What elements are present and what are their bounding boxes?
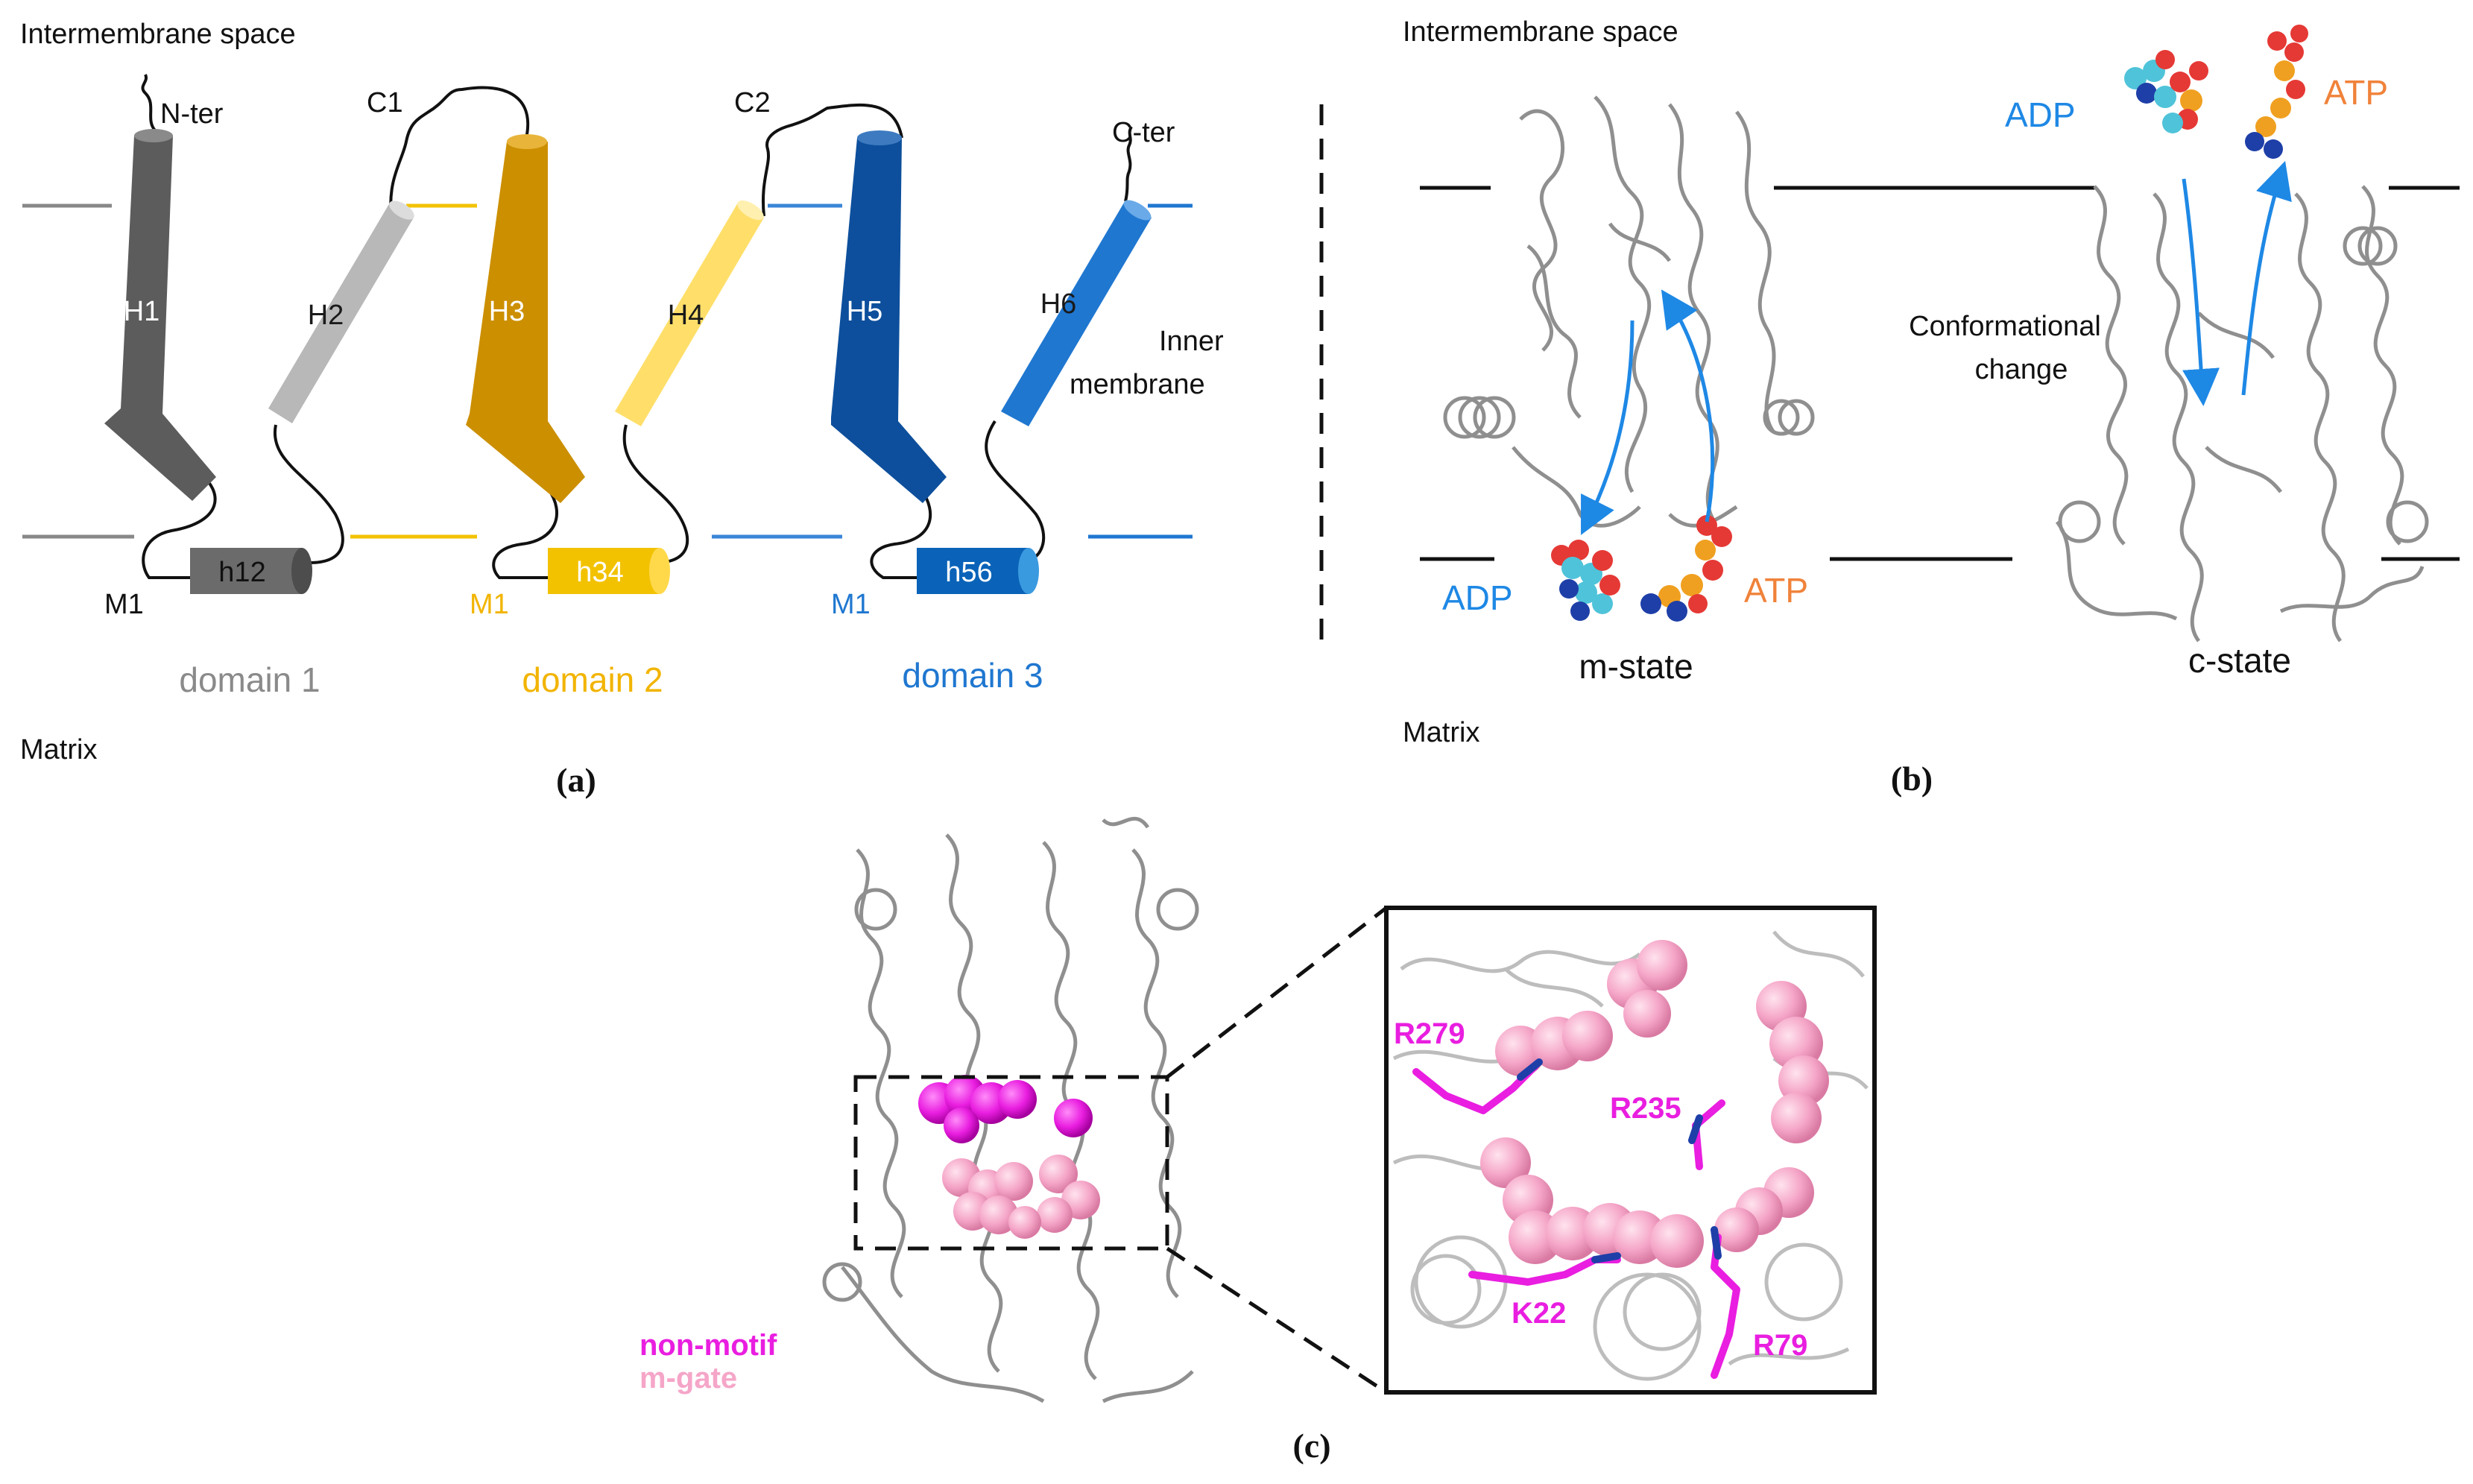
- zoom-line-bottom: [1166, 1246, 1388, 1395]
- domain-3-label: domain 3: [902, 656, 1043, 695]
- atp-molecule-c-state: [2245, 25, 2308, 159]
- m-state-label: m-state: [1579, 647, 1693, 686]
- m1-label-domain2: M1: [470, 589, 509, 620]
- residue-label-r235: R235: [1610, 1092, 1681, 1125]
- short-helix-h12: h12: [190, 548, 312, 594]
- panel-b-matrix-label: Matrix: [1403, 717, 1479, 748]
- atp-label-c-state: ATP: [2324, 73, 2388, 112]
- non-motif-spheres: [918, 1075, 1093, 1143]
- panel-c: R279 R235 K22 R79 non-motif m-gate (c): [639, 816, 1877, 1465]
- helix-label-h3: H3: [489, 296, 525, 327]
- inner-membrane-label-line2: membrane: [1070, 369, 1205, 400]
- c2-label: C2: [734, 87, 771, 119]
- panel-b-membrane-lines: [1420, 186, 2460, 561]
- c-state-protein-ribbon: [2055, 185, 2429, 642]
- short-helix-label-h12: h12: [218, 557, 265, 588]
- zoom-inset: R279 R235 K22 R79: [1384, 906, 1877, 1395]
- helix-label-h5: H5: [847, 296, 883, 327]
- legend-non-motif: non-motif: [639, 1329, 777, 1362]
- m-state-protein-ribbon: [1443, 95, 1815, 528]
- conformational-label-line2: change: [1975, 354, 2068, 385]
- membrane-lines: [22, 203, 1193, 539]
- domain-1-label: domain 1: [179, 660, 320, 699]
- translocation-arrows: [1581, 160, 2292, 535]
- atp-molecule-m-state: [1640, 515, 1732, 622]
- legend-m-gate: m-gate: [639, 1362, 737, 1395]
- connecting-loops: [141, 74, 1133, 579]
- panel-a-letter: (a): [556, 761, 596, 799]
- m1-label-domain1: M1: [104, 589, 144, 620]
- residue-label-r79: R79: [1753, 1329, 1807, 1362]
- short-helix-label-h56: h56: [945, 557, 992, 588]
- panel-b-intermembrane-label: Intermembrane space: [1403, 16, 1678, 48]
- c-state-label: c-state: [2188, 641, 2291, 680]
- inset-m-gate-spheres: [1480, 940, 1829, 1268]
- helix-h1: H1: [104, 129, 216, 501]
- helix-h3: H3: [466, 134, 585, 503]
- panel-b-letter: (b): [1891, 760, 1933, 798]
- short-helix-h34: h34: [548, 548, 670, 594]
- inner-membrane-label-line1: Inner: [1159, 326, 1224, 357]
- m-gate-spheres: [942, 1155, 1100, 1239]
- helix-h4: H4: [615, 200, 764, 426]
- short-helix-label-h34: h34: [576, 557, 623, 588]
- helix-label-h6: H6: [1040, 288, 1077, 320]
- c1-label: C1: [367, 87, 403, 119]
- helix-label-h4: H4: [668, 300, 704, 331]
- zoom-line-top: [1166, 906, 1388, 1079]
- conformational-label-line1: Conformational: [1909, 311, 2101, 342]
- atp-label-m-state: ATP: [1744, 571, 1808, 610]
- panel-c-letter: (c): [1292, 1427, 1330, 1465]
- helix-label-h1: H1: [124, 296, 160, 327]
- short-helix-h56: h56: [917, 548, 1039, 594]
- helix-h5: H5: [831, 130, 947, 503]
- c-ter-label: C-ter: [1112, 117, 1175, 148]
- helix-label-h2: H2: [308, 300, 344, 331]
- domain-2-label: domain 2: [522, 660, 663, 699]
- adp-label-m-state: ADP: [1442, 578, 1513, 617]
- residue-label-r279: R279: [1394, 1017, 1465, 1050]
- adp-label-c-state: ADP: [2005, 95, 2076, 134]
- m1-label-domain3: M1: [831, 589, 871, 620]
- panel-a-matrix-label: Matrix: [20, 734, 97, 765]
- helix-h6: H6: [1001, 200, 1152, 426]
- residue-label-k22: K22: [1512, 1297, 1566, 1330]
- zoom-selection-box: [853, 1075, 1169, 1251]
- panel-a: Intermembrane space Matrix: [20, 19, 1224, 799]
- inset-side-chains: [1412, 1058, 1740, 1379]
- adp-molecule-m-state: [1551, 540, 1620, 621]
- adp-molecule-c-state: [2124, 50, 2208, 133]
- panel-a-intermembrane-label: Intermembrane space: [20, 19, 296, 50]
- n-ter-label: N-ter: [160, 98, 224, 130]
- helix-h2: H2: [268, 201, 414, 423]
- panel-b: Intermembrane space Matrix: [1403, 16, 2460, 798]
